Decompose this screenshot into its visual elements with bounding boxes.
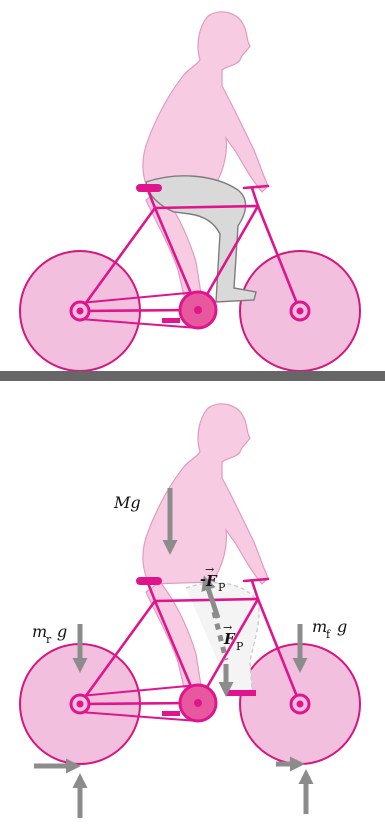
svg-text:f: f	[326, 628, 331, 641]
label-rear-weight: m r g	[32, 622, 67, 646]
vector-arrow-icon: →	[205, 563, 214, 576]
rider-body	[143, 12, 268, 192]
crank-center	[194, 306, 202, 314]
bicycle-with-rider-panel	[0, 12, 385, 381]
crank-center-free-body	[194, 699, 202, 707]
svg-text:m: m	[312, 617, 327, 636]
rear-hub-center	[77, 308, 84, 315]
vector-arrow-icon: →	[223, 621, 232, 634]
svg-text:g: g	[57, 622, 67, 641]
pedal	[162, 318, 180, 323]
svg-text:r: r	[46, 633, 52, 646]
pedal-free-body	[162, 711, 180, 716]
force-diagram-panel: Mg m r g m f g - F P → F P →	[20, 404, 360, 818]
pedal-arm-free-body	[226, 690, 256, 696]
front-hub-center-free-body	[297, 701, 304, 708]
rider-body-free-body	[143, 404, 268, 584]
svg-text:P: P	[218, 581, 226, 594]
label-body-weight: Mg	[113, 493, 141, 512]
label-front-weight: m f g	[312, 617, 347, 641]
saddle	[136, 184, 162, 192]
svg-text:P: P	[236, 640, 244, 653]
front-hub-center	[297, 308, 304, 315]
svg-text:g: g	[337, 617, 347, 636]
saddle-free-body	[136, 577, 162, 585]
rear-hub-center-free-body	[77, 701, 84, 708]
ground	[0, 371, 385, 381]
svg-text:m: m	[32, 622, 47, 641]
